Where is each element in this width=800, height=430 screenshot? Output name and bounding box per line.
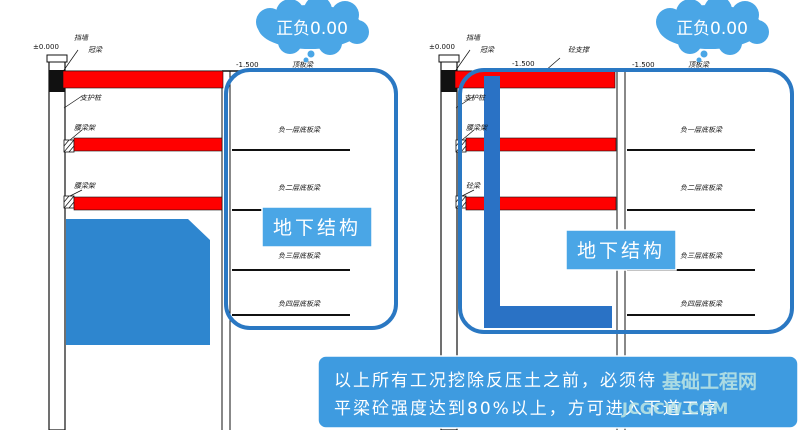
left-level-minus: -1.500 <box>236 61 259 69</box>
right-crown-block <box>441 70 457 92</box>
left-text-waist-beam-2: 腰梁架 <box>74 182 96 190</box>
right-structure-wall <box>484 76 612 328</box>
left-level-zero: ±0.000 <box>33 43 59 51</box>
right-cloud-callout: 正负0.00 <box>656 0 769 63</box>
right-text-waist-beam-1: 腰梁架 <box>466 124 488 132</box>
right-text-support-pile: 支护桩 <box>464 94 486 102</box>
right-red-beam-2 <box>465 137 617 152</box>
left-text-slab-1: 负一层底板梁 <box>278 126 321 134</box>
right-text-slab-3: 负三层底板梁 <box>680 252 723 260</box>
left-wall-cap <box>46 54 68 63</box>
left-crown-block <box>49 70 65 92</box>
left-back-pressure-soil <box>66 219 210 345</box>
watermark-line-1: 基础工程网 <box>661 370 757 393</box>
right-structure-label-box <box>565 229 677 271</box>
left-text-waist-beam-1: 腰梁架 <box>74 124 96 132</box>
left-cloud-label: 正负0.00 <box>276 19 348 39</box>
right-red-beam-3 <box>465 196 617 211</box>
bottom-note: 以上所有工况挖除反压土之前，必须待 平梁砼强度达到80%以上，方可进入下道工序 … <box>317 355 799 429</box>
right-level-minus-2: -1.500 <box>632 61 655 69</box>
right-text-slab-4: 负四层底板梁 <box>680 300 723 308</box>
left-panel: ±0.000 挡墙 冠梁 支护桩 腰梁架 腰梁架 -1.500 顶板梁 负一层底… <box>33 0 398 430</box>
left-red-beam-2 <box>73 137 223 152</box>
watermark-line-2: JCGCW.COM <box>621 399 728 418</box>
note-line-1: 以上所有工况挖除反压土之前，必须待 <box>334 371 657 391</box>
left-structure-label-box <box>261 206 373 248</box>
left-text-slab-2: 负二层底板梁 <box>278 184 321 192</box>
left-text-slab-4: 负四层底板梁 <box>278 300 321 308</box>
note-line-2: 平梁砼强度达到80%以上，方可进入下道工序 <box>334 399 720 419</box>
left-cloud-callout: 正负0.00 <box>256 0 369 63</box>
left-text-slab-top: 顶板梁 <box>292 61 314 69</box>
right-text-retaining-wall: 挡墙 <box>466 34 481 42</box>
right-text-waist-beam-2: 砼梁 <box>466 182 481 190</box>
note-box <box>317 355 799 429</box>
right-wall-cap <box>438 54 460 63</box>
right-text-brace: 砼支撑 <box>568 46 590 54</box>
right-text-slab-top: 顶板梁 <box>688 61 710 69</box>
right-text-crown-beam: 冠梁 <box>480 46 495 54</box>
right-level-minus-1: -1.500 <box>512 60 535 68</box>
right-red-beam-1 <box>454 70 616 89</box>
right-level-zero: ±0.000 <box>429 43 455 51</box>
left-red-beam-3 <box>73 196 223 211</box>
right-text-slab-1: 负一层底板梁 <box>680 126 723 134</box>
left-support-pile <box>48 59 66 430</box>
right-panel: ±0.000 挡墙 冠梁 砼支撑 -1.500 支护桩 腰梁架 砼梁 -1.50… <box>429 0 794 430</box>
right-text-slab-2: 负二层底板梁 <box>680 184 723 192</box>
left-structure-label: 地下结构 <box>273 217 361 239</box>
right-structure-outline <box>458 68 794 334</box>
left-text-slab-3: 负三层底板梁 <box>278 252 321 260</box>
left-red-beam-1 <box>62 70 224 89</box>
left-structure-outline <box>224 68 398 330</box>
left-text-crown-beam: 冠梁 <box>88 46 103 54</box>
left-text-retaining-wall: 挡墙 <box>74 34 89 42</box>
left-text-support-pile: 支护桩 <box>80 94 102 102</box>
right-cloud-label: 正负0.00 <box>676 19 748 39</box>
right-structure-label: 地下结构 <box>577 240 665 262</box>
